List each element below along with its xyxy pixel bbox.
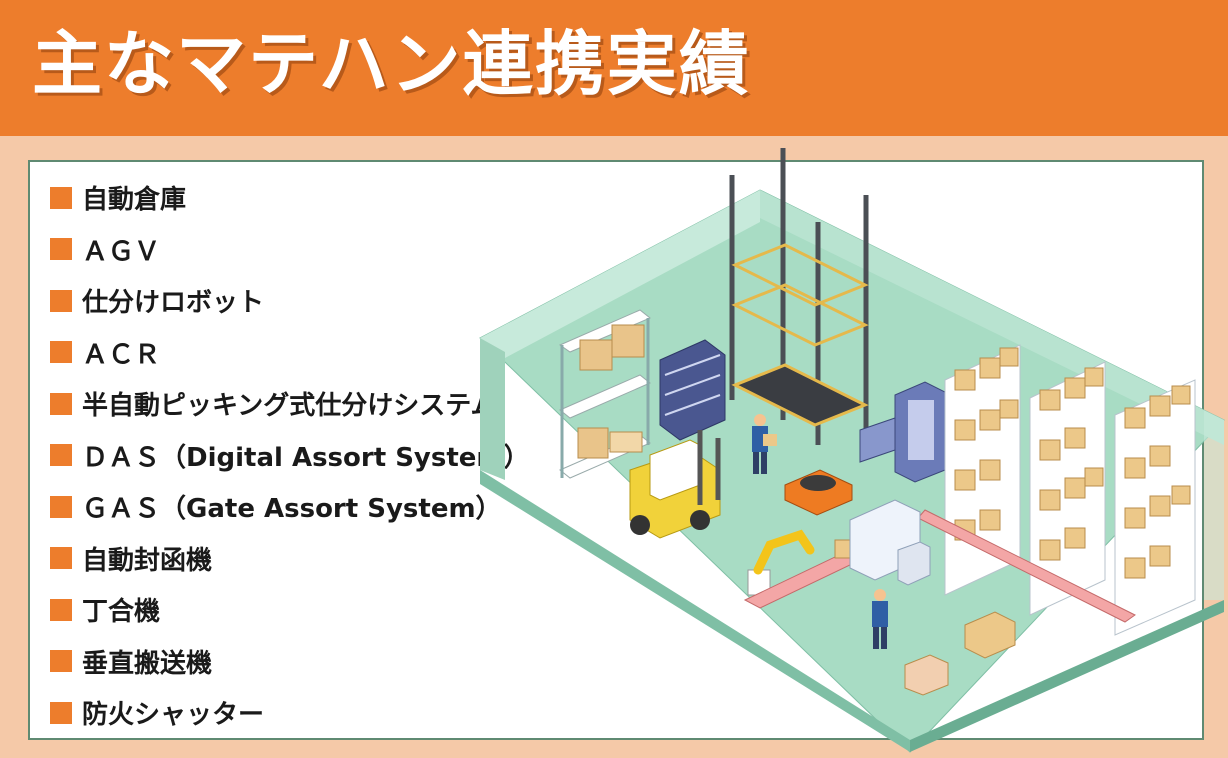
square-bullet-icon (50, 289, 72, 312)
square-bullet-icon (50, 547, 72, 570)
list-item: ＡＧＶ (50, 224, 530, 276)
list-item: 自動封函機 (50, 533, 530, 585)
list-item: 自動倉庫 (50, 172, 530, 224)
square-bullet-icon (50, 598, 72, 621)
worker-figure (872, 589, 888, 649)
sorter-machine (859, 381, 946, 483)
title-banner: 主なマテハン連携実績 (0, 0, 1228, 136)
square-bullet-icon (50, 392, 72, 415)
list-item-label: 半自動ピッキング式仕分けシステム (82, 391, 497, 422)
list-item-label: 自動倉庫 (82, 185, 187, 216)
list-item: 防火シャッター (50, 687, 530, 739)
square-bullet-icon (50, 238, 72, 261)
list-item: ＧＡＳ（Gate Assort System） (50, 481, 530, 533)
achievement-list: 自動倉庫 ＡＧＶ 仕分けロボット ＡＣＲ 半自動ピッキング式仕分けシステム ＤＡ… (50, 172, 530, 739)
warehouse-floor (479, 189, 1225, 753)
list-item: 丁合機 (50, 584, 530, 636)
list-item: 半自動ピッキング式仕分けシステム (50, 378, 530, 430)
list-item: ＡＣＲ (50, 327, 530, 379)
agv-robot (784, 469, 853, 516)
list-item: 垂直搬送機 (50, 636, 530, 688)
list-item-label: 仕分けロボット (82, 288, 265, 319)
floor-edge-front (480, 470, 910, 752)
pallet-boxes (904, 611, 1016, 696)
square-bullet-icon (50, 444, 72, 467)
warehouse-wall-left-base (480, 338, 505, 480)
bin-rack (659, 339, 726, 441)
list-item-label: ＧＡＳ（Gate Assort System） (82, 494, 502, 525)
square-bullet-icon (50, 341, 72, 364)
list-item-label: 自動封函機 (82, 545, 213, 576)
list-item: ＤＡＳ（Digital Assort System） (50, 430, 530, 482)
vertical-lift (729, 148, 869, 445)
list-item-label: 垂直搬送機 (82, 648, 213, 679)
list-item-label: 防火シャッター (82, 700, 265, 731)
square-bullet-icon (50, 650, 72, 673)
list-item-label: 丁合機 (82, 597, 161, 628)
square-bullet-icon (50, 701, 72, 724)
list-item-label: ＡＧＶ (82, 236, 161, 267)
list-item-label: ＡＣＲ (82, 339, 161, 370)
conveyor (743, 509, 1136, 623)
list-item-label: ＤＡＳ（Digital Assort System） (82, 442, 530, 473)
floor-edge-right (910, 600, 1224, 752)
left-shelf (558, 309, 651, 479)
worker-figure (752, 414, 777, 474)
square-bullet-icon (50, 495, 72, 518)
list-item: 仕分けロボット (50, 275, 530, 327)
warehouse-wall-right (760, 190, 1224, 445)
forklift (629, 430, 721, 539)
box-sealer (849, 499, 931, 586)
page-title: 主なマテハン連携実績 (32, 23, 751, 105)
square-bullet-icon (50, 186, 72, 209)
